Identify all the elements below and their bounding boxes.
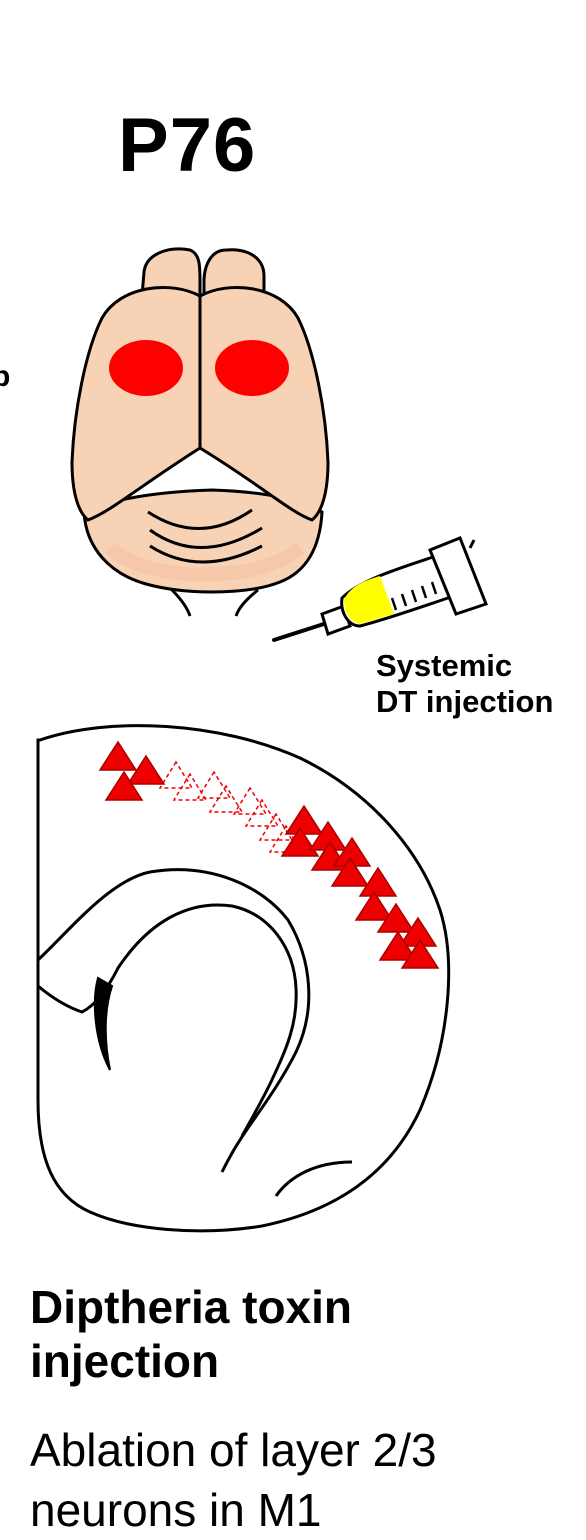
- m1-left-marker: [109, 340, 183, 396]
- injection-label-line2: DT injection: [376, 684, 554, 719]
- caption-desc-line2: neurons in M1: [30, 1484, 322, 1536]
- m1-right-marker: [215, 340, 289, 396]
- coronal-section: [36, 724, 451, 1233]
- clipped-left-label: p: [0, 360, 11, 393]
- injection-label: Systemic DT injection: [376, 648, 553, 720]
- caption-heading-line2: injection: [30, 1335, 220, 1387]
- brain-dorsal-view: [70, 247, 330, 617]
- caption-heading: Diptheria toxin injection: [30, 1280, 352, 1388]
- syringe-icon: [272, 536, 488, 642]
- injection-label-line1: Systemic: [376, 648, 513, 683]
- time-point-title: P76: [118, 103, 257, 188]
- caption-desc-line1: Ablation of layer 2/3: [30, 1424, 437, 1476]
- caption-heading-line1: Diptheria toxin: [30, 1281, 353, 1333]
- neuron-layer: [98, 740, 440, 969]
- caption-description: Ablation of layer 2/3 neurons in M1: [30, 1420, 437, 1540]
